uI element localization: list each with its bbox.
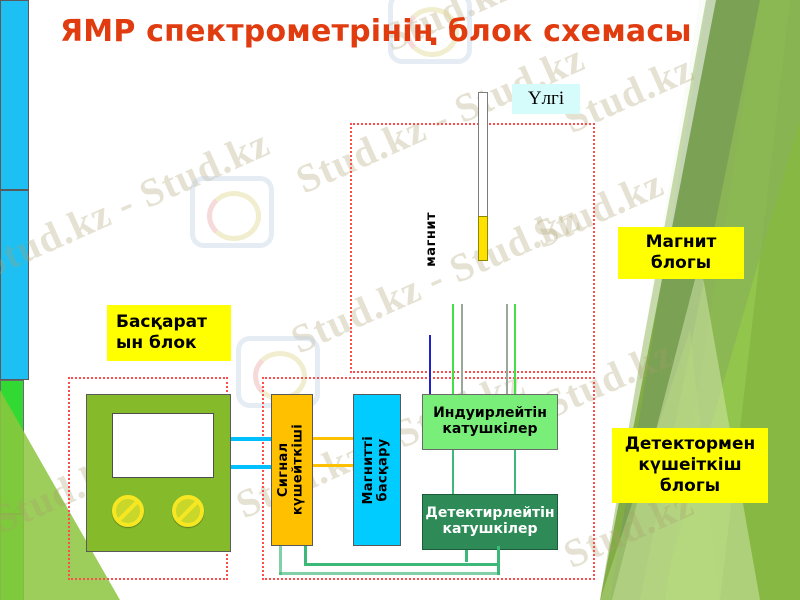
inducing-coils-label: Индуирлейтін катушкілер [429, 405, 551, 437]
control-block-callout: Басқарат ын блок [107, 305, 231, 361]
detector-block-callout-line1: Детектормен [624, 434, 756, 455]
wire-coil-left-a [452, 304, 454, 420]
watermark-logo-icon [190, 176, 274, 248]
wire-amplifier-riser-inner [304, 546, 307, 566]
detector-block-region [262, 377, 595, 580]
magnet-block-region [350, 123, 595, 373]
wire-detecting-riser [497, 546, 500, 575]
detector-block-callout-line3: блогы [659, 475, 721, 496]
magnet-block-callout-line2: блогы [650, 253, 712, 273]
detecting-coils-box[interactable]: Детектирлейтін катушкілер [422, 494, 558, 550]
wire-console-to-amplifier-bottom [231, 465, 273, 469]
magnet-control-box[interactable]: Магнитті басқару [353, 394, 401, 546]
detecting-coils-line2: катушкілер [442, 521, 538, 537]
wire-magnet-to-control [429, 335, 431, 418]
detecting-coils-line1: Детектирлейтін [425, 505, 555, 522]
detector-block-callout: Детектормен күшеіткіш блогы [612, 428, 768, 503]
wire-console-to-amplifier-top [231, 437, 273, 441]
magnet-block-callout: Магнит блогы [618, 227, 744, 279]
wire-inducing-to-detecting-left [452, 450, 454, 494]
watermark-text: Stud.kz - Stud.kz [0, 119, 277, 288]
magnet-coil-left [0, 380, 24, 514]
wire-feedback-bus-inner [304, 563, 500, 566]
detecting-coils-label: Детектирлейтін катушкілер [421, 505, 558, 537]
wire-amplifier-to-magnet-control-bottom [313, 464, 353, 467]
sample-tube-glass [478, 92, 488, 225]
signal-amplifier-line2: күшейткіші [291, 424, 306, 516]
wire-inducing-to-detecting-right [514, 450, 516, 494]
wire-detecting-down-left [465, 550, 468, 562]
magnet-pole-right [0, 190, 29, 380]
sample-callout: Үлгі [512, 84, 580, 114]
detector-block-callout-line2: күшеіткіш [638, 455, 742, 476]
wire-feedback-bus-outer [279, 572, 500, 575]
sample-tube-liquid [478, 216, 488, 261]
inducing-coils-line1: Индуирлейтін [433, 405, 547, 422]
wire-coil-right-b [514, 304, 516, 420]
magnet-coil-right [0, 514, 24, 600]
page-title: ЯМР спектрометрінің блок схемасы [60, 14, 692, 49]
magnet-control-line2: басқару [376, 438, 391, 502]
signal-amplifier-label: Сигнал күшейткіші [276, 424, 306, 516]
magnet-pole-left [0, 0, 29, 190]
wire-coil-left-b [461, 304, 463, 420]
console-knob-left[interactable] [112, 495, 144, 527]
magnet-control-label: Магнитті басқару [361, 435, 391, 505]
magnet-control-line1: Магнитті [361, 435, 377, 505]
magnet-block-callout-line1: Магнит [645, 232, 717, 253]
inducing-coils-box[interactable]: Индуирлейтін катушкілер [422, 394, 558, 450]
signal-amplifier-box[interactable]: Сигнал күшейткіші [271, 394, 313, 546]
wire-coil-right-a [506, 304, 508, 420]
console-screen [112, 413, 214, 478]
control-block-callout-line2: ын блок [116, 333, 197, 353]
signal-amplifier-line1: Сигнал [276, 442, 292, 498]
magnet-pole-label: магнит [424, 212, 439, 267]
control-block-callout-line1: Басқарат [116, 312, 208, 333]
sample-callout-label: Үлгі [527, 88, 565, 109]
wire-amplifier-riser-outer [279, 546, 282, 575]
console-knob-right[interactable] [172, 495, 204, 527]
inducing-coils-line2: катушкілер [442, 421, 538, 437]
wire-amplifier-to-magnet-control-top [313, 437, 353, 440]
